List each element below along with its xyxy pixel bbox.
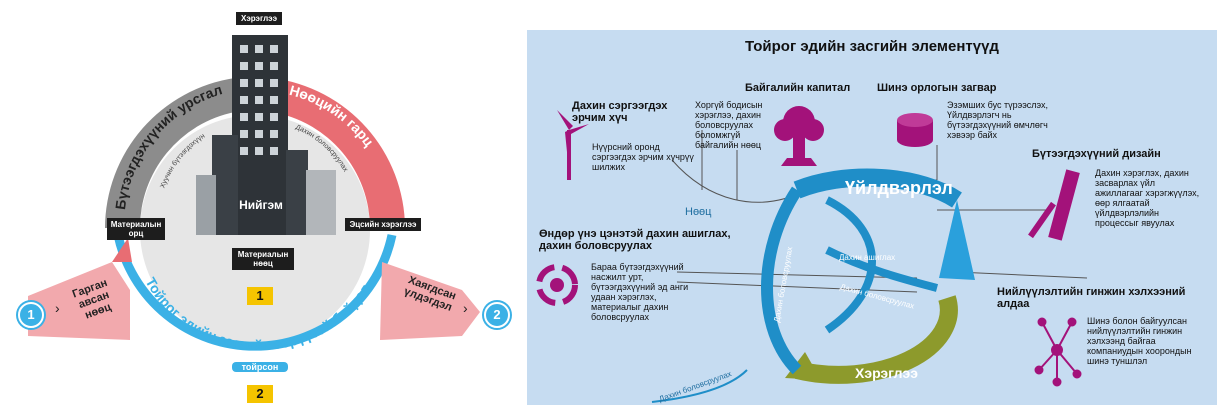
material-input-tag: Материалын орц: [107, 218, 165, 240]
circular-bottom-label: тойрсон: [232, 362, 288, 372]
badge-1: 1: [247, 287, 273, 305]
business-model-text: Эзэмших бус түрээслэх, Үйлдвэрлэгч нь бү…: [947, 100, 1049, 140]
recycle-inner-arc: [825, 246, 939, 292]
product-flow-arc: [105, 78, 235, 228]
resource-label: Нөөц: [685, 206, 712, 218]
supply-chain-heading: Нийлүүлэлтийн гинжин хэлхээний алдаа: [997, 286, 1186, 310]
left-diagram: Бүтээгдэхүүний урсгал Хуучин бүтээгдэхүү…: [28, 35, 480, 353]
wind-turbine-icon: [557, 110, 589, 180]
renewable-heading: Дахин сэргээгдэх эрчим хүч: [572, 100, 668, 124]
high-value-heading: Өндөр үнэ цэнэтэй дахин ашиглах, дахин б…: [539, 228, 731, 252]
reuse-arc: [824, 196, 876, 334]
reuse-label: Дахин ашиглах: [839, 253, 896, 262]
production-arc: [793, 168, 962, 208]
right-panel: Тойрог эдийн засгийн элементүүд: [527, 30, 1217, 405]
end-use-tag: Эцсийн хэрэглээ: [345, 218, 421, 231]
resource-output-arc: [272, 78, 405, 228]
step-2-icon: 2: [484, 302, 510, 328]
production-label: Үйлдвэрлэл: [845, 178, 953, 198]
consumption-tag: Хэрэглээ: [236, 12, 282, 25]
recycle-out-arrow: [651, 369, 748, 403]
consumption-arc: [794, 295, 958, 384]
network-icon: [1034, 317, 1082, 387]
business-model-heading: Шинэ орлогын загвар: [877, 82, 997, 94]
coins-icon: [897, 113, 933, 147]
tree-icon: [774, 106, 824, 166]
recycle-left-arc: [761, 186, 803, 375]
badge-2: 2: [247, 385, 273, 403]
left-panel: Бүтээгдэхүүний урсгал Хуучин бүтээгдэхүү…: [0, 0, 520, 408]
design-heading: Бүтээгдэхүүний дизайн: [1032, 148, 1161, 160]
society-label: Нийгэм: [239, 198, 283, 212]
natural-capital-heading: Байгалийн капитал: [745, 82, 851, 94]
high-value-text: Бараа бүтээгдэхүүний насжилт урт, бүтээг…: [591, 262, 689, 322]
circular-ring: [113, 234, 397, 351]
cycle-diagram: [536, 106, 1088, 403]
natural-capital-text: Хоргүй бодисын хэрэглээ, дахин боловсруу…: [695, 100, 763, 150]
consumption-label: Хэрэглээ: [855, 365, 919, 381]
landfill-band: [380, 262, 480, 340]
page-title: Тойрог эдийн засгийн элементүүд: [745, 38, 999, 55]
design-text: Дахин хэрэглэх, дахин засварлах үйл ажил…: [1095, 168, 1200, 228]
chevron-right-icon: ›: [55, 300, 60, 316]
step-1-icon: 1: [18, 302, 44, 328]
building-windows: [240, 45, 278, 155]
material-stock-tag: Материалын нөөц: [232, 248, 294, 270]
extract-band: [28, 262, 130, 340]
renewable-text: Нүүрсний оронд сэргээгдэх эрчим хүчрүү ш…: [592, 142, 694, 172]
recycle-icon: [536, 264, 578, 306]
ruler-pencil-icon: [1028, 169, 1080, 241]
chevron-right-icon: ›: [463, 300, 468, 316]
supply-chain-text: Шинэ болон байгуулсан нийлүүлэлтийн гинж…: [1087, 316, 1192, 366]
